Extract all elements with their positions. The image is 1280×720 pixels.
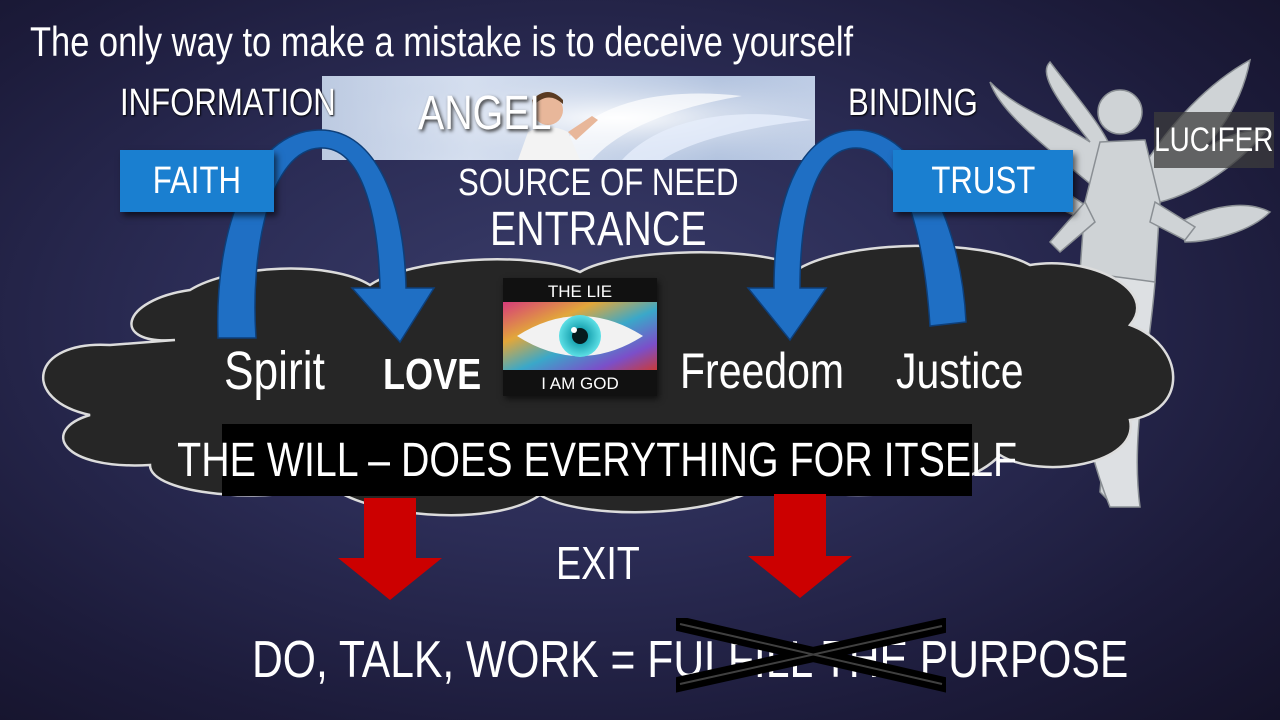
faith-tag: FAITH	[120, 150, 274, 212]
angel-label: ANGEL	[418, 87, 552, 140]
trust-tag: TRUST	[893, 150, 1073, 212]
the-lie-label: THE LIE	[547, 282, 613, 301]
the-will-label: THE WILL – DOES EVERYTHING FOR ITSELF	[177, 433, 1017, 487]
left-red-arrow	[338, 498, 442, 600]
love-label: LOVE	[383, 350, 482, 399]
slide-title: The only way to make a mistake is to dec…	[30, 18, 854, 65]
trust-label: TRUST	[931, 159, 1035, 202]
justice-label: Justice	[896, 343, 1024, 399]
the-will-box: THE WILL – DOES EVERYTHING FOR ITSELF	[177, 424, 1017, 496]
lucifer-tag: LUCIFER	[1154, 112, 1274, 168]
exit-label: EXIT	[556, 537, 640, 589]
strike-through-cross-icon	[676, 618, 946, 693]
entrance-label: ENTRANCE	[490, 203, 707, 256]
lucifer-label: LUCIFER	[1154, 120, 1274, 159]
angel-banner-image: ANGEL	[322, 76, 815, 160]
binding-label: BINDING	[848, 82, 978, 124]
right-red-arrow	[748, 494, 852, 598]
i-am-god-label: I AM GOD	[541, 374, 619, 393]
spirit-label: Spirit	[224, 341, 325, 401]
eye-image	[503, 302, 657, 370]
source-of-need-label: SOURCE OF NEED	[458, 162, 739, 204]
the-lie-card: THE LIE I AM GOD	[503, 278, 657, 396]
angel-wings-image	[322, 76, 815, 160]
information-label: INFORMATION	[120, 82, 336, 124]
faith-label: FAITH	[152, 159, 242, 202]
freedom-label: Freedom	[680, 343, 845, 399]
